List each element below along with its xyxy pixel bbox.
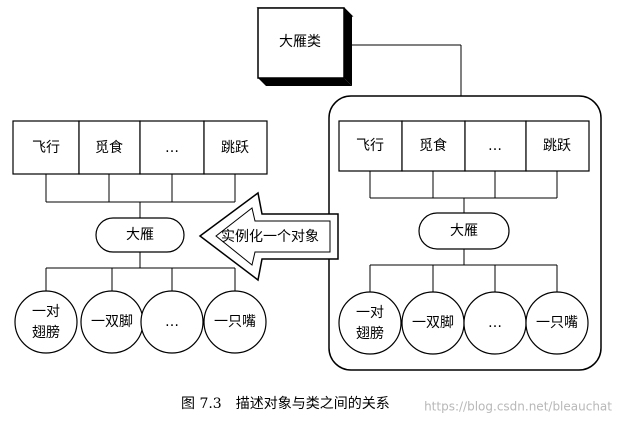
instantiate-arrow: 实例化一个对象	[198, 191, 339, 282]
left-part-wings: 一对翅膀	[32, 304, 60, 341]
left-center-label: 大雁	[126, 227, 154, 243]
right-behavior-forage: 觅食	[419, 137, 447, 154]
right-part-beak: 一只嘴	[536, 315, 578, 331]
right-part-feet: 一双脚	[412, 315, 454, 331]
class-box: 大雁类	[256, 7, 354, 86]
left-behaviors-row: 飞行 觅食 … 跳跃	[12, 120, 268, 175]
left-behavior-ellipsis: …	[165, 140, 179, 156]
right-behavior-jump: 跳跃	[543, 138, 571, 154]
arrow-label: 实例化一个对象	[221, 229, 319, 245]
right-part-wings: 一对翅膀	[356, 305, 384, 342]
left-part-beak: 一只嘴	[214, 314, 256, 330]
left-behavior-forage: 觅食	[95, 139, 123, 156]
figure-caption: 图 7.3 描述对象与类之间的关系	[181, 396, 390, 412]
left-center-node	[95, 217, 185, 253]
right-behavior-fly: 飞行	[356, 138, 384, 154]
right-behaviors-row: 飞行 觅食 … 跳跃	[338, 120, 590, 172]
left-part-feet: 一双脚	[91, 314, 133, 330]
right-center-label: 大雁	[450, 223, 478, 239]
right-part-ellipsis: …	[488, 315, 502, 331]
left-behavior-fly: 飞行	[32, 140, 60, 156]
class-box-face	[257, 7, 345, 79]
left-parts: 一对翅膀 一双脚 … 一只嘴	[14, 290, 267, 354]
right-parts: 一对翅膀 一双脚 … 一只嘴	[338, 291, 589, 355]
right-behavior-ellipsis: …	[488, 138, 502, 154]
class-box-label: 大雁类	[279, 34, 321, 50]
watermark: https://blog.csdn.net/bleauchat	[424, 400, 612, 414]
left-behavior-jump: 跳跃	[221, 140, 249, 156]
right-center-node	[418, 212, 510, 250]
left-part-ellipsis: …	[165, 314, 179, 330]
